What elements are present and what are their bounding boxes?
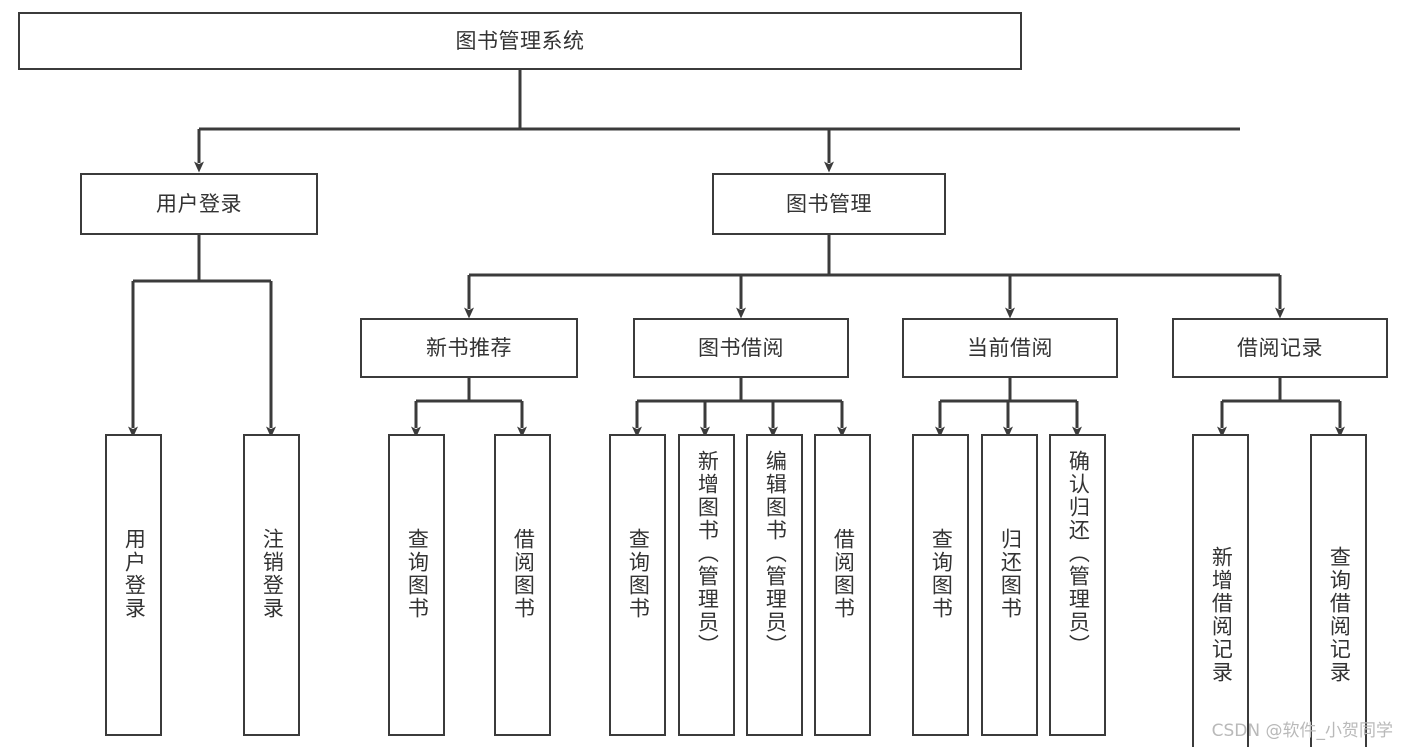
node-label: 借阅图书 [831, 528, 856, 620]
node-label: 查询图书 [405, 528, 430, 620]
leaf-logout[interactable]: 注销登录 [243, 434, 300, 736]
node-label: 用户登录 [156, 191, 242, 216]
node-label: 新增图书（管理员） [695, 450, 720, 657]
node-label: 确认归还（管理员） [1066, 450, 1091, 657]
node-label: 借阅记录 [1237, 335, 1323, 360]
leaf-return-book[interactable]: 归还图书 [981, 434, 1038, 736]
node-label: 归还图书 [998, 528, 1023, 620]
node-root-system[interactable]: 图书管理系统 [18, 12, 1022, 70]
node-user-login[interactable]: 用户登录 [80, 173, 318, 235]
node-current-borrow[interactable]: 当前借阅 [902, 318, 1118, 378]
node-label: 查询图书 [626, 528, 651, 620]
leaf-borrow-book[interactable]: 借阅图书 [814, 434, 871, 736]
leaf-confirm-return-admin[interactable]: 确认归还（管理员） [1049, 434, 1106, 736]
node-label: 查询图书 [929, 528, 954, 620]
node-label: 图书管理系统 [455, 28, 585, 53]
node-new-book-recommend[interactable]: 新书推荐 [360, 318, 578, 378]
leaf-query-book-recommend[interactable]: 查询图书 [388, 434, 445, 736]
node-label: 注销登录 [260, 528, 285, 620]
node-label: 查询借阅记录 [1327, 546, 1352, 684]
leaf-add-borrow-record[interactable]: 新增借阅记录 [1192, 434, 1249, 747]
node-label: 新书推荐 [426, 335, 512, 360]
node-label: 借阅图书 [511, 528, 536, 620]
node-label: 新增借阅记录 [1209, 546, 1234, 684]
node-borrow-record[interactable]: 借阅记录 [1172, 318, 1388, 378]
watermark: CSDN @软件_小贺同学 [1211, 721, 1393, 741]
leaf-query-book-borrow[interactable]: 查询图书 [609, 434, 666, 736]
node-label: 图书借阅 [698, 335, 784, 360]
node-book-borrow[interactable]: 图书借阅 [633, 318, 849, 378]
leaf-edit-book-admin[interactable]: 编辑图书（管理员） [746, 434, 803, 736]
node-book-management[interactable]: 图书管理 [712, 173, 946, 235]
node-label: 当前借阅 [967, 335, 1053, 360]
leaf-query-book-current[interactable]: 查询图书 [912, 434, 969, 736]
leaf-borrow-book-recommend[interactable]: 借阅图书 [494, 434, 551, 736]
node-label: 用户登录 [122, 528, 147, 620]
node-label: 编辑图书（管理员） [763, 450, 788, 657]
leaf-user-login[interactable]: 用户登录 [105, 434, 162, 736]
leaf-query-borrow-record[interactable]: 查询借阅记录 [1310, 434, 1367, 747]
node-label: 图书管理 [786, 191, 872, 216]
leaf-add-book-admin[interactable]: 新增图书（管理员） [678, 434, 735, 736]
